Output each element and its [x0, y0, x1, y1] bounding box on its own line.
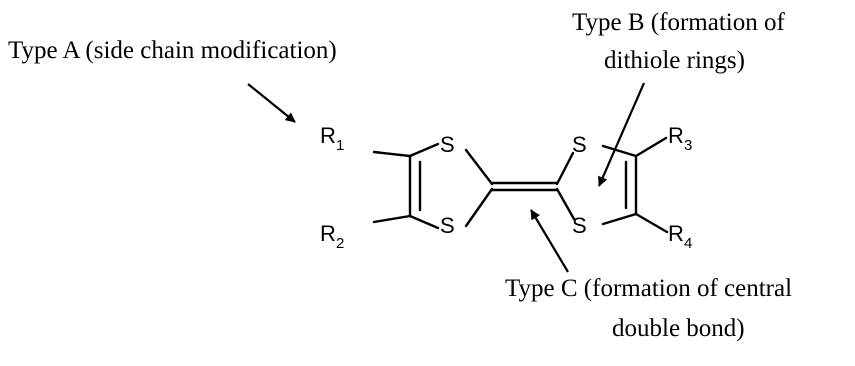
right-dithiole-ring — [555, 136, 669, 234]
r3-subscript: 3 — [684, 137, 692, 154]
type-c-arrow — [530, 209, 569, 273]
left-dithiole-ring — [372, 142, 494, 230]
r1-subscript: 1 — [336, 137, 344, 154]
substituent-r2: R 2 — [320, 221, 344, 252]
type-b-arrow — [597, 82, 646, 187]
r2-letter: R — [320, 221, 336, 246]
type-a-label: Type A (side chain modification) — [8, 37, 337, 64]
sulfur-atom-left-top: S — [440, 132, 455, 157]
r2-subscript: 2 — [336, 235, 344, 252]
sulfur-atom-left-bottom: S — [440, 213, 455, 238]
type-a-arrow — [247, 83, 296, 123]
type-c-label-line1: Type C (formation of central — [505, 275, 792, 302]
r3-letter: R — [668, 123, 684, 148]
substituent-r1: R 1 — [320, 123, 344, 154]
substituent-r3: R 3 — [668, 123, 692, 154]
r4-letter: R — [668, 221, 684, 246]
central-double-bond — [490, 181, 559, 192]
sulfur-atom-right-bottom: S — [572, 213, 587, 238]
r1-letter: R — [320, 123, 336, 148]
type-b-label-line1: Type B (formation of — [572, 9, 785, 36]
type-c-label-line2: double bond) — [612, 315, 745, 342]
substituent-r4: R 4 — [668, 221, 692, 252]
type-b-label-line2: dithiole rings) — [604, 47, 745, 74]
sulfur-atom-right-top: S — [572, 132, 587, 157]
r4-subscript: 4 — [684, 235, 692, 252]
